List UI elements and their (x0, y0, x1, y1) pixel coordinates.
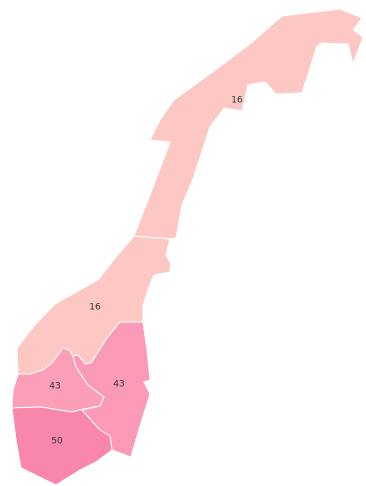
region-label-north: 16 (231, 96, 243, 106)
region-north[interactable] (133, 8, 364, 240)
region-label-south: 50 (51, 437, 63, 447)
region-label-east: 43 (113, 380, 124, 390)
region-south[interactable] (11, 406, 113, 486)
region-label-central: 16 (89, 303, 101, 313)
region-label-west: 43 (49, 382, 60, 392)
region-east[interactable] (72, 321, 151, 458)
